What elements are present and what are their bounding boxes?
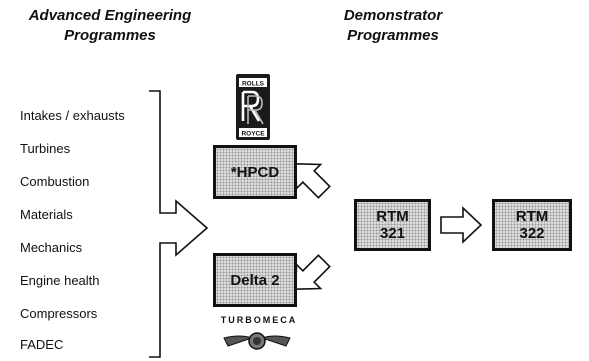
rtm-322-label-line1: RTM — [515, 208, 549, 225]
rolls-royce-logo-bottom: ROYCE — [241, 131, 265, 138]
hpcd-box: *HPCD — [213, 145, 297, 199]
programme-item: Engine health — [20, 273, 100, 288]
rtm-322-label-line2: 322 — [519, 225, 545, 242]
programme-item: Combustion — [20, 174, 90, 189]
programme-item: Compressors — [20, 306, 98, 321]
advanced-engineering-header: Advanced Engineering Programmes — [28, 7, 192, 44]
delta-2-label: Delta 2 — [230, 271, 280, 289]
hpcd-feed-arrow — [294, 162, 331, 199]
delta-2-box: Delta 2 — [213, 253, 297, 307]
rolls-royce-logo: ROLLS ROYCE — [236, 74, 270, 140]
programme-item: FADEC — [20, 337, 64, 352]
turbomeca-logo-text: TURBOMECA — [220, 315, 298, 325]
rtm-321-label-line2: 321 — [379, 225, 406, 242]
rtm-progress-arrow — [440, 206, 483, 244]
rtm-321-box: RTM 321 — [354, 199, 431, 251]
rtm-322-box: RTM 322 — [492, 199, 572, 251]
rtm-321-label-line1: RTM — [376, 208, 409, 225]
programme-item: Turbines — [20, 141, 71, 156]
turbomeca-logo — [223, 332, 291, 350]
programme-bracket-arrow — [149, 90, 209, 358]
hpcd-label: *HPCD — [230, 163, 280, 181]
demonstrator-header: Demonstrator Programmes — [343, 7, 443, 44]
programme-item: Mechanics — [20, 240, 83, 255]
programme-item: Intakes / exhausts — [20, 108, 125, 123]
rolls-royce-logo-top: ROLLS — [242, 81, 265, 88]
programme-item: Materials — [20, 207, 73, 222]
